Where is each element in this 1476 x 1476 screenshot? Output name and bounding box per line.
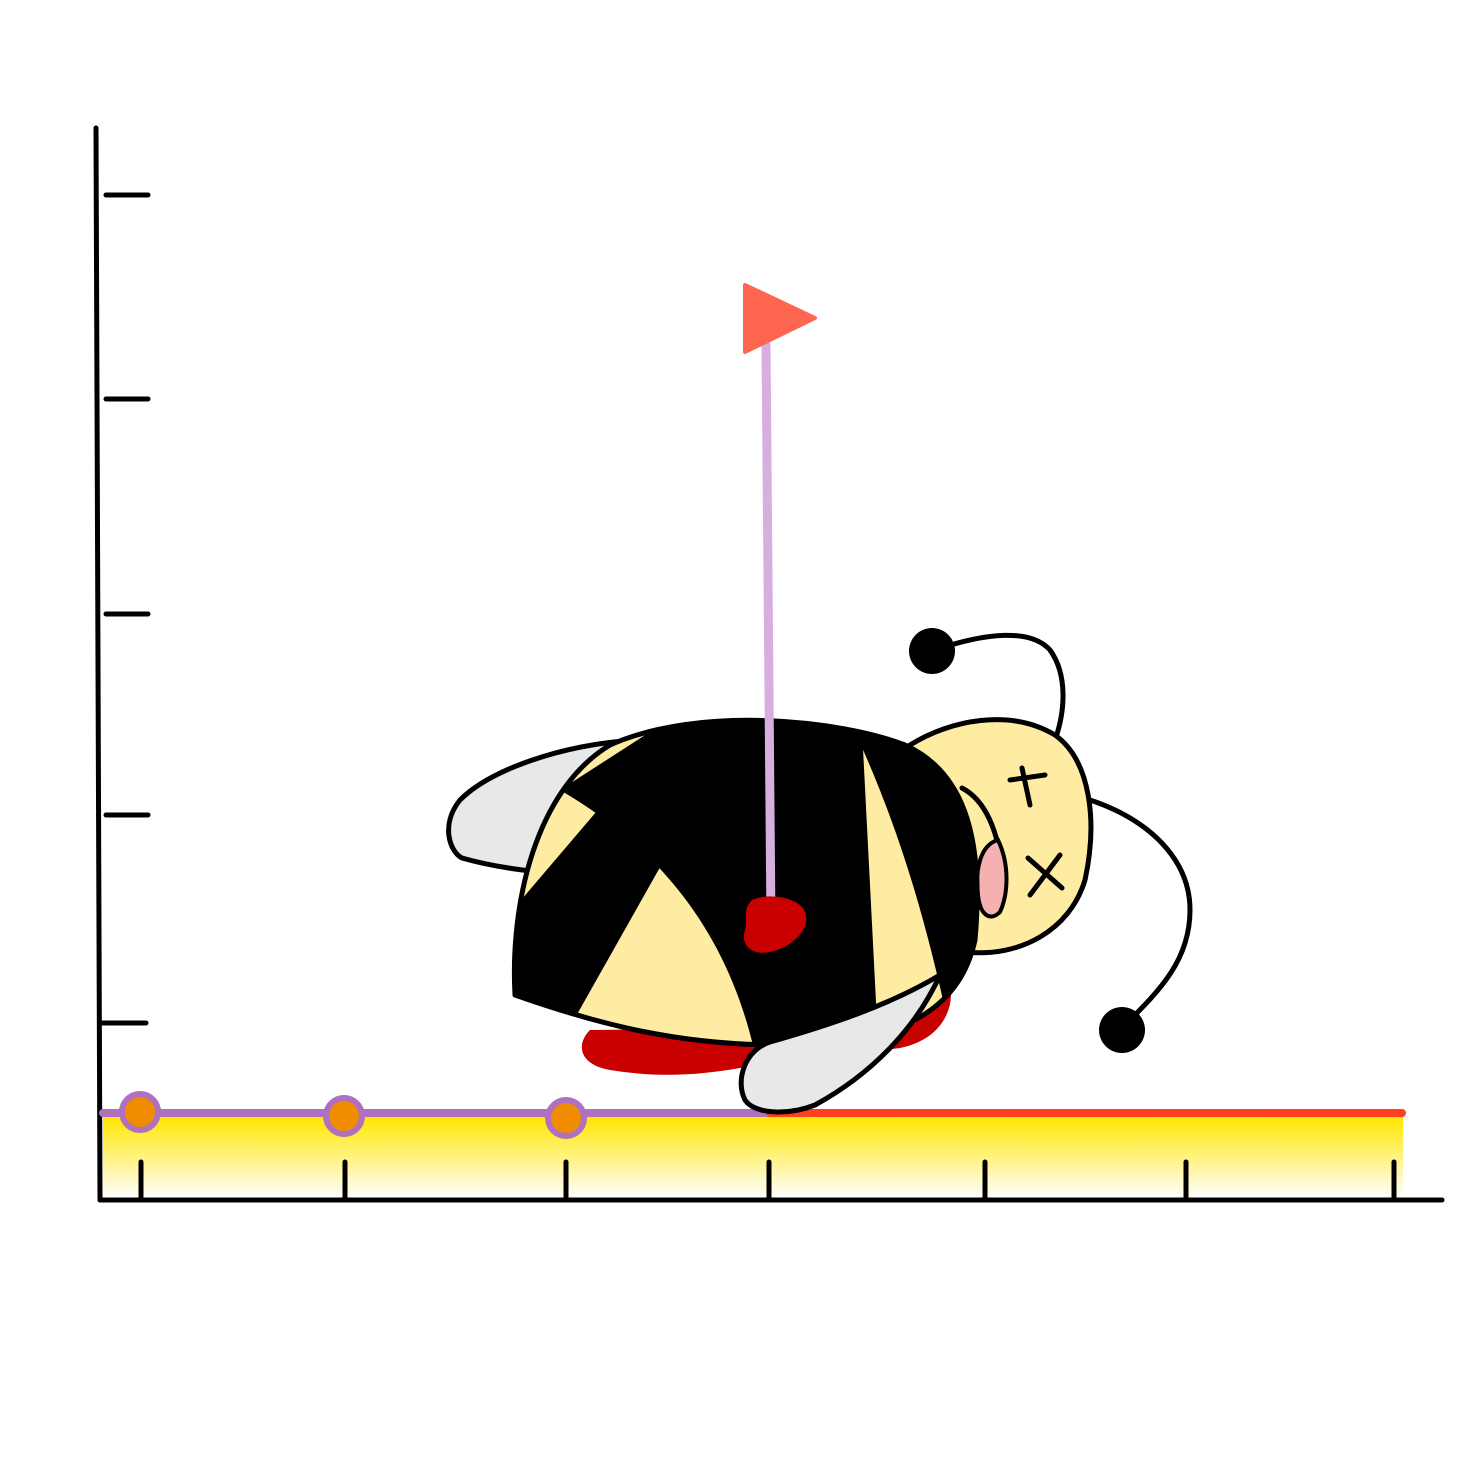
blood-splat-icon [743,896,807,953]
flag-pole [761,340,776,930]
antenna-top-tip [909,628,955,674]
antenna-bottom [1087,797,1193,1028]
baseline-point [545,1097,587,1139]
y-axis-ticks [99,192,151,1026]
flag-icon [743,283,817,354]
bee-tongue [975,837,1009,919]
baseline-points [119,1091,587,1139]
x-axis-ticks [138,1159,1397,1201]
ground-band [103,1117,1403,1197]
axes [93,125,1445,1203]
front-wing [738,972,943,1115]
baseline-point [323,1095,365,1137]
antenna-bottom-tip [1099,1007,1145,1053]
baseline-point [119,1091,161,1133]
x-eyes-icon [1007,765,1065,898]
body-stripe [560,720,880,1045]
bee-body [511,717,980,1048]
antenna-top [932,632,1066,743]
y-axis-line [93,125,103,1203]
